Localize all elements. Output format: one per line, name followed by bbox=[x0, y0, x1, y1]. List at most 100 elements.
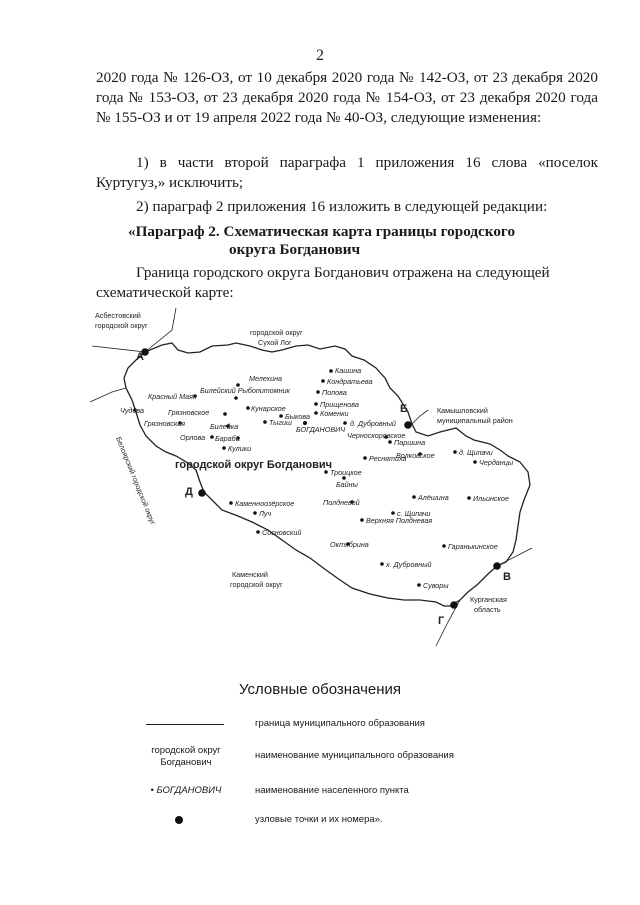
settlement-dot bbox=[253, 511, 257, 515]
center-dot bbox=[303, 421, 307, 425]
settlement-dot bbox=[391, 511, 395, 515]
settlement-label: Коменки bbox=[320, 409, 349, 418]
settlement-label: Мелехина bbox=[249, 374, 282, 383]
settlement-label: д. Щипачи bbox=[459, 448, 493, 457]
settlement-label: Кунарское bbox=[251, 404, 286, 413]
settlement-label: Луч bbox=[258, 509, 272, 518]
main-region-label: городской округ Богданович bbox=[175, 459, 332, 471]
legend-symbol-municipality-line2: Богданович bbox=[160, 757, 212, 768]
settlement-label: Байны bbox=[336, 480, 359, 489]
settlement-dot bbox=[236, 436, 240, 440]
settlement-label: Кашина bbox=[335, 366, 361, 375]
legend-desc-municipality: наименование муниципального образования bbox=[255, 750, 454, 761]
settlement-label: Бараба bbox=[215, 434, 240, 443]
settlement-dot bbox=[314, 402, 318, 406]
settlement-dot bbox=[236, 383, 240, 387]
settlement-dot bbox=[442, 544, 446, 548]
settlement-dot bbox=[388, 440, 392, 444]
settlement-dot bbox=[193, 394, 197, 398]
settlement-label: Чудова bbox=[120, 406, 144, 415]
settlement-dot bbox=[417, 583, 421, 587]
settlement-label: Троицкое bbox=[330, 468, 362, 477]
settlement-label: Ильинское bbox=[473, 494, 509, 503]
neighbor-asbest-line1: Асбестовский bbox=[95, 311, 141, 320]
neighbor-sukhoy-log-line1: городской округ bbox=[250, 328, 303, 337]
settlement-dot bbox=[226, 424, 230, 428]
legend-symbol-municipality-line1: городской округ bbox=[151, 745, 221, 756]
legend-desc-settlement: наименование населенного пункта bbox=[255, 785, 409, 796]
settlement-dot bbox=[263, 420, 267, 424]
settlement-dot bbox=[314, 411, 318, 415]
settlement-dot bbox=[234, 396, 238, 400]
settlement-dot bbox=[418, 452, 422, 456]
settlement-label: Октябрина bbox=[330, 540, 369, 549]
paragraph-item-1: 1) в части второй параграфа 1 приложения… bbox=[96, 154, 598, 191]
settlement-label: Волковское bbox=[396, 451, 435, 460]
settlement-label: Прищенова bbox=[320, 400, 359, 409]
legend-desc-boundary: граница муниципального образования bbox=[255, 718, 425, 729]
settlement-dot bbox=[363, 456, 367, 460]
settlement-label: Алёшина bbox=[417, 493, 449, 502]
settlement-dot bbox=[453, 450, 457, 454]
settlement-label: Грязновское bbox=[168, 408, 209, 417]
neighbor-kurgan-line2: область bbox=[474, 605, 501, 614]
boundary-asbest bbox=[91, 307, 177, 353]
paragraph-map-intro: Граница городского округа Богданович отр… bbox=[96, 264, 550, 301]
settlement-dot bbox=[246, 406, 250, 410]
settlement-label: Быкова bbox=[285, 412, 310, 421]
legend-line-symbol bbox=[146, 724, 224, 725]
paragraph-item-2: 2) параграф 2 приложения 16 изложить в с… bbox=[136, 198, 548, 215]
node-a-dot bbox=[141, 348, 149, 356]
legend-symbol-settlement: • БОГДАНОВИЧ bbox=[150, 785, 222, 796]
settlement-label: Полдневой bbox=[323, 498, 360, 507]
settlement-label: Суворы bbox=[423, 581, 449, 590]
heading-line-2: округа Богданович bbox=[229, 241, 361, 258]
neighbor-beloyarsky: Белоярский городской округ bbox=[114, 435, 158, 526]
settlement-dot bbox=[384, 435, 388, 439]
node-v-label: В bbox=[503, 571, 511, 583]
center-label: БОГДАНОВИЧ bbox=[296, 425, 345, 434]
settlement-dot bbox=[350, 500, 354, 504]
settlement-label: Кулики bbox=[228, 444, 251, 453]
neighbor-kamyshlov-line2: муниципальный район bbox=[437, 416, 513, 425]
settlement-dot bbox=[210, 435, 214, 439]
settlement-label: Сосновский bbox=[262, 528, 301, 537]
node-g-label: Г bbox=[438, 615, 445, 627]
section-heading: «Параграф 2. Схематическая карта границы… bbox=[96, 223, 598, 259]
boundary-beloyarsky bbox=[89, 387, 127, 403]
settlement-dot bbox=[316, 390, 320, 394]
neighbor-kamyshlov-line1: Камышловский bbox=[437, 406, 488, 415]
legend-desc-nodes: узловые точки и их номера». bbox=[255, 814, 383, 825]
neighbor-kurgan-line1: Курганская bbox=[470, 595, 507, 604]
settlement-label: Грязновская bbox=[144, 419, 185, 428]
legend-node-dot-symbol bbox=[175, 816, 183, 824]
settlement-dot bbox=[329, 369, 333, 373]
node-b-label: Б bbox=[400, 403, 408, 415]
node-b-dot bbox=[404, 421, 412, 429]
settlement-label: Красный Маяк bbox=[148, 392, 197, 401]
settlement-dot bbox=[133, 408, 137, 412]
paragraph-amendments-list: 2020 года № 126-ОЗ, от 10 декабря 2020 г… bbox=[96, 69, 598, 126]
settlement-dot bbox=[342, 476, 346, 480]
settlement-label: Орлова bbox=[180, 433, 205, 442]
settlement-dot bbox=[229, 501, 233, 505]
settlement-dot bbox=[412, 495, 416, 499]
node-d-dot bbox=[198, 489, 206, 497]
heading-line-1: «Параграф 2. Схематическая карта границы… bbox=[128, 223, 516, 240]
settlement-label: Верхняя Полдневая bbox=[366, 516, 432, 525]
settlement-dots bbox=[133, 369, 477, 587]
neighbor-kamensky-line1: Каменский bbox=[232, 570, 268, 579]
settlement-dot bbox=[223, 412, 227, 416]
settlement-label: Реснятиха bbox=[369, 454, 407, 463]
settlement-dot bbox=[473, 460, 477, 464]
settlement-dot bbox=[346, 542, 350, 546]
settlement-label: Билейский Рыбопитомник bbox=[200, 386, 291, 395]
settlement-dot bbox=[380, 562, 384, 566]
settlement-dot bbox=[343, 421, 347, 425]
settlement-dot bbox=[324, 470, 328, 474]
settlement-dot bbox=[321, 379, 325, 383]
neighbor-kamensky-line2: городской округ bbox=[230, 580, 283, 589]
neighbor-asbest-line2: городской округ bbox=[95, 321, 148, 330]
settlement-label: Гаранькинское bbox=[448, 542, 498, 551]
settlement-label: Кондратьева bbox=[327, 377, 373, 386]
